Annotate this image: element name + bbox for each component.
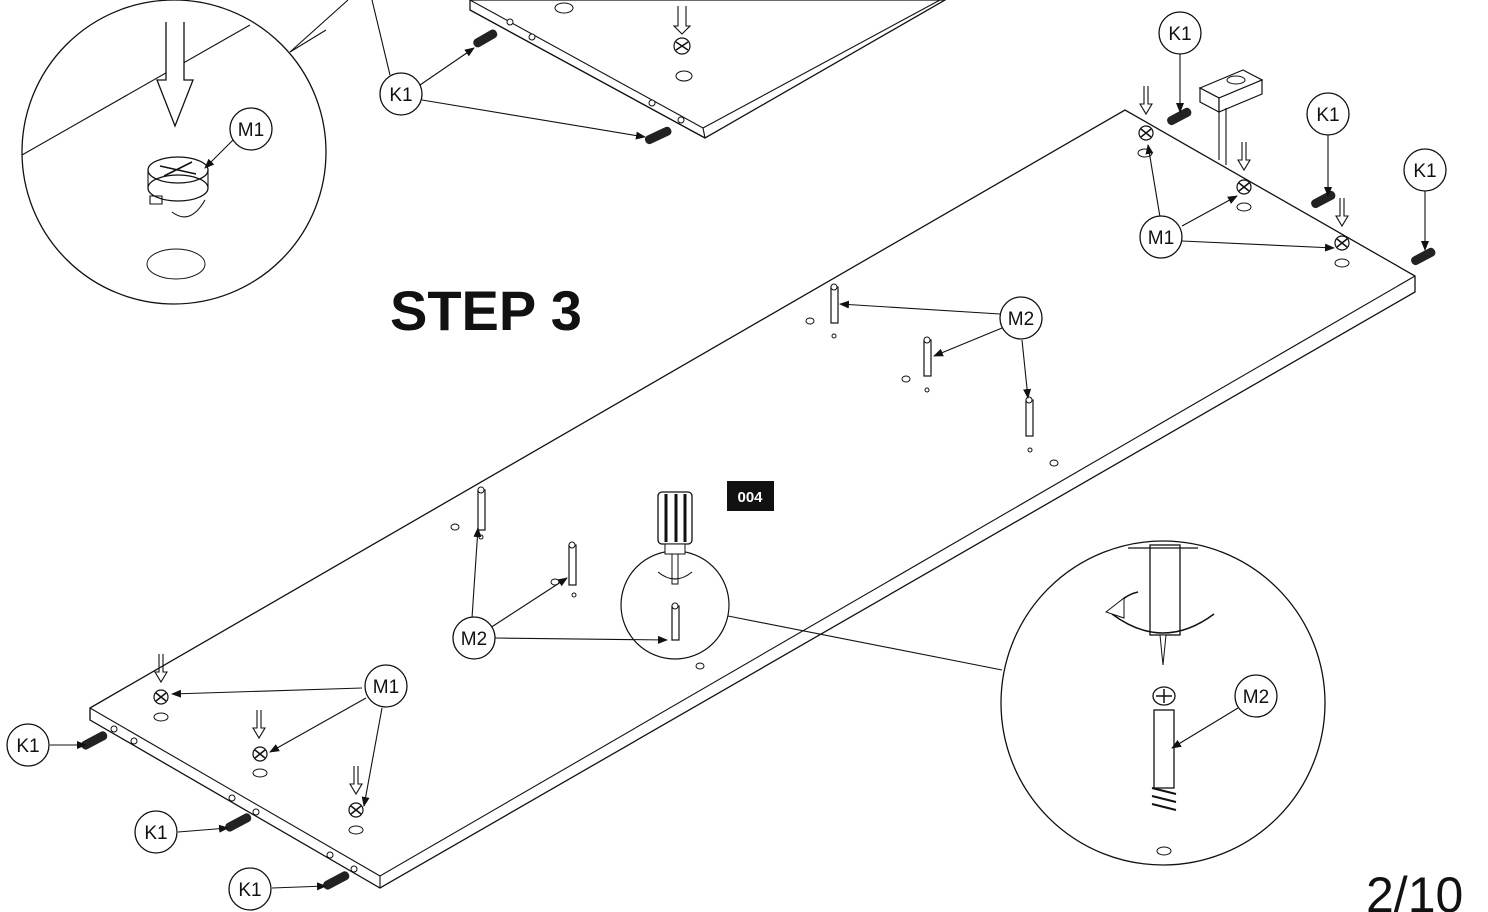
dowel-icon xyxy=(225,813,252,832)
screwdriver-icon xyxy=(620,491,730,660)
callout-label: K1 xyxy=(389,85,412,106)
callout-k1: K1 xyxy=(228,867,272,911)
pin-m2-icon xyxy=(568,541,577,586)
callout-k1: K1 xyxy=(1403,148,1447,192)
callout-k1: K1 xyxy=(379,72,423,116)
dowel-icon xyxy=(1167,107,1192,126)
cam-lock-icon xyxy=(348,766,364,818)
callout-label: M1 xyxy=(373,677,399,698)
callout-label: M1 xyxy=(1148,228,1174,249)
top-panel xyxy=(289,0,947,145)
callout-label: K1 xyxy=(144,823,167,844)
callout-label: M2 xyxy=(461,629,487,650)
pin-m2-icon xyxy=(477,486,486,531)
down-arrow-icon xyxy=(156,22,194,128)
callout-label: K1 xyxy=(1413,161,1436,182)
callout-k1: K1 xyxy=(134,810,178,854)
cam-lock-icon xyxy=(147,156,209,218)
callout-label: M2 xyxy=(1243,687,1269,708)
callout-k1: K1 xyxy=(6,723,50,767)
callout-m1: M1 xyxy=(229,107,273,151)
cam-tool-icon xyxy=(1198,69,1264,165)
callout-label: K1 xyxy=(16,736,39,757)
dowel-icon xyxy=(644,126,672,145)
pin-m2-icon xyxy=(923,336,932,377)
callout-m2: M2 xyxy=(999,296,1043,340)
callout-label: K1 xyxy=(1168,24,1191,45)
callout-label: K1 xyxy=(1316,105,1339,126)
callout-label: M1 xyxy=(238,120,264,141)
cam-lock-icon xyxy=(1334,198,1350,251)
step-title: STEP 3 xyxy=(390,279,582,342)
pin-m2-icon xyxy=(1025,396,1034,437)
cam-lock-icon xyxy=(153,654,169,705)
callout-m2: M2 xyxy=(1234,674,1278,718)
callout-m2: M2 xyxy=(452,616,496,660)
pin-m2-icon xyxy=(830,283,839,324)
cam-lock-icon xyxy=(1138,86,1154,141)
callout-m1: M1 xyxy=(364,664,408,708)
callout-k1: K1 xyxy=(1158,11,1202,55)
callout-label: K1 xyxy=(238,880,261,901)
dowel-icon xyxy=(323,871,350,890)
cam-lock-icon xyxy=(672,6,692,55)
dowel-icon xyxy=(473,29,498,48)
dowel-icon xyxy=(1311,190,1336,209)
cam-lock-icon xyxy=(252,710,268,762)
callout-m1: M1 xyxy=(1139,215,1183,259)
part-code-badge: 004 xyxy=(727,481,774,511)
dowel-icon xyxy=(81,731,108,750)
cam-lock-icon xyxy=(1236,142,1252,195)
callout-label: M2 xyxy=(1008,309,1034,330)
detail-zoom-pin xyxy=(727,540,1326,866)
dowel-icon xyxy=(1411,247,1436,266)
callout-k1: K1 xyxy=(1306,92,1350,136)
detail-zoom-cam-lock xyxy=(21,0,327,305)
page-number: 2/10 xyxy=(1366,867,1463,912)
part-code: 004 xyxy=(737,489,763,506)
leader-lines xyxy=(50,0,1429,891)
